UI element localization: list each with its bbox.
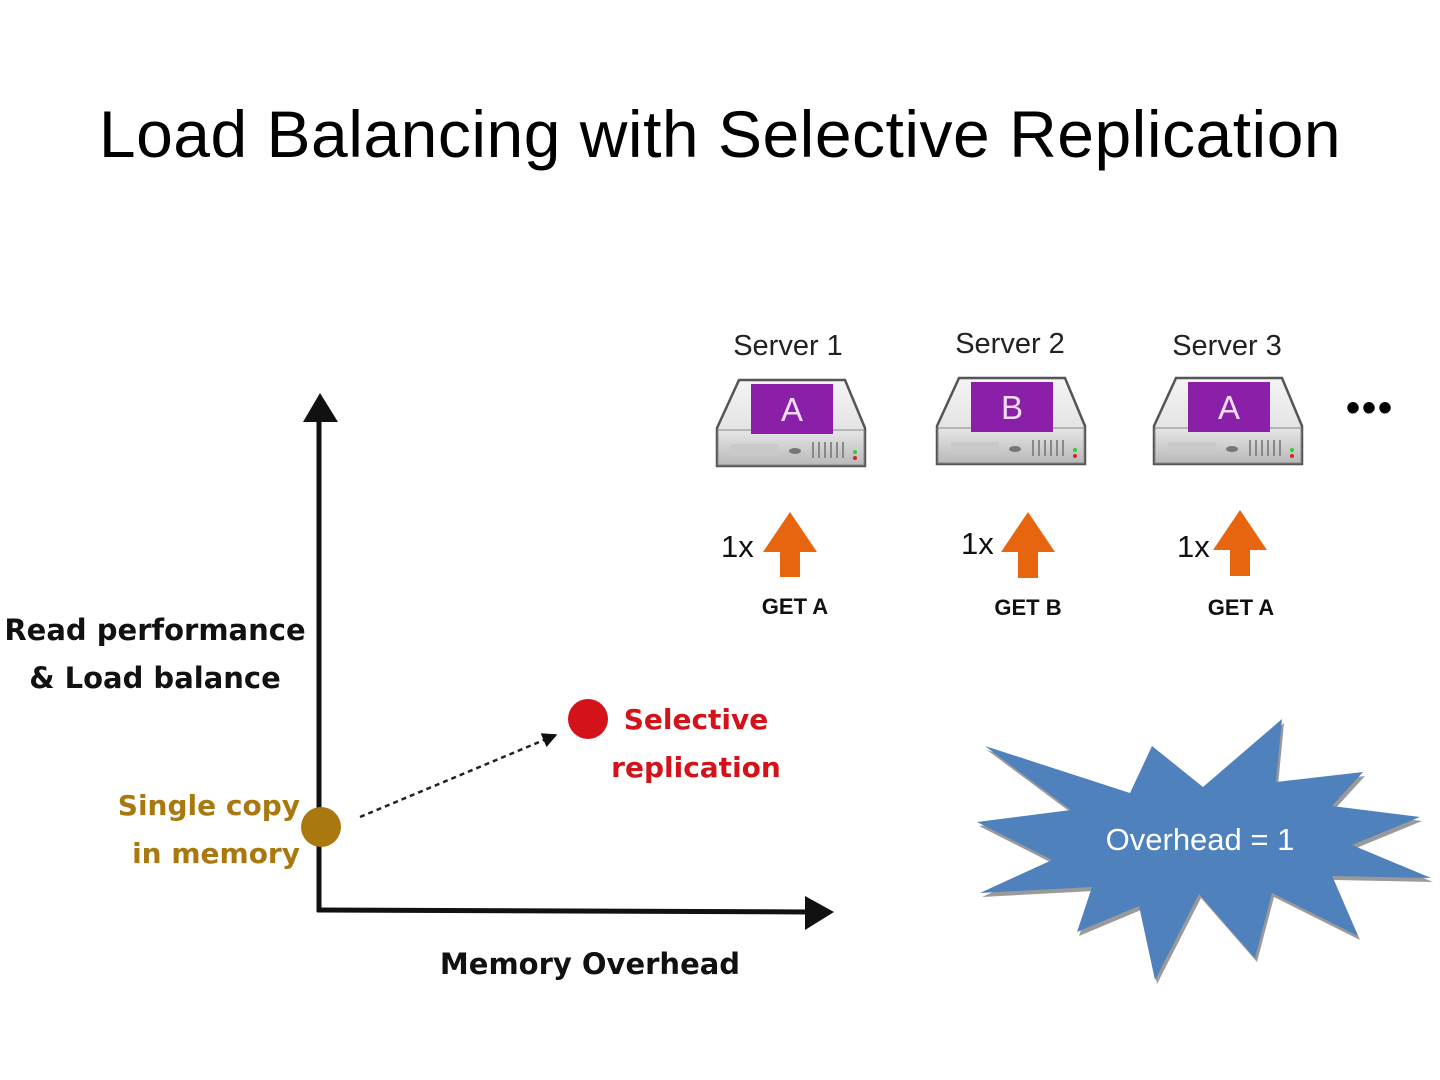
single-copy-point [301,807,341,847]
overhead-starburst [977,719,1431,980]
server-label-3: Server 3 [1172,330,1282,362]
slide-title: Load Balancing with Selective Replicatio… [98,97,1342,171]
selective-replication-point [568,699,608,739]
server-icon-1 [715,378,867,468]
selective-replication-label: Selective replication [596,696,796,792]
request-label-1: GET A [761,594,829,619]
request-arrow-icon-3 [1213,510,1267,576]
trend-arrow [359,733,558,819]
server-icon-3 [1152,376,1304,466]
request-label-3: GET A [1207,595,1275,620]
y-axis-label-line2: & Load balance [29,661,281,695]
selective-replication-label-line2: replication [611,751,781,784]
y-axis-label: Read performance & Load balance [0,606,310,702]
server-label-2: Server 2 [955,328,1065,360]
selective-replication-label-line1: Selective [623,703,769,736]
partition-block [751,384,833,434]
request-arrow-icon-2 [1001,512,1055,578]
server-icon-2 [935,376,1087,466]
partition-block [1188,382,1270,432]
y-axis-label-line1: Read performance [4,613,306,647]
x-axis-line [316,907,811,915]
x-axis-arrowhead-icon [805,896,834,930]
partition-label-2: B [1000,389,1023,426]
partition-block [971,382,1053,432]
server-label-1: Server 1 [733,330,843,362]
partition-label-1: A [780,391,803,428]
y-axis-arrowhead-icon [303,393,338,422]
request-multiplier-2: 1x [961,526,994,561]
request-multiplier-3: 1x [1177,529,1210,564]
single-copy-label-line1: Single copy [117,789,300,822]
request-multiplier-1: 1x [721,529,754,564]
partition-label-3: A [1217,389,1240,426]
single-copy-label-line2: in memory [132,837,300,870]
request-arrow-icon-1 [763,512,817,577]
x-axis-label: Memory Overhead [439,947,741,981]
request-label-2: GET B [994,595,1062,620]
more-servers-ellipsis: ••• [1346,386,1395,430]
single-copy-label: Single copy in memory [80,782,300,878]
overhead-callout-text: Overhead = 1 [1105,822,1295,857]
